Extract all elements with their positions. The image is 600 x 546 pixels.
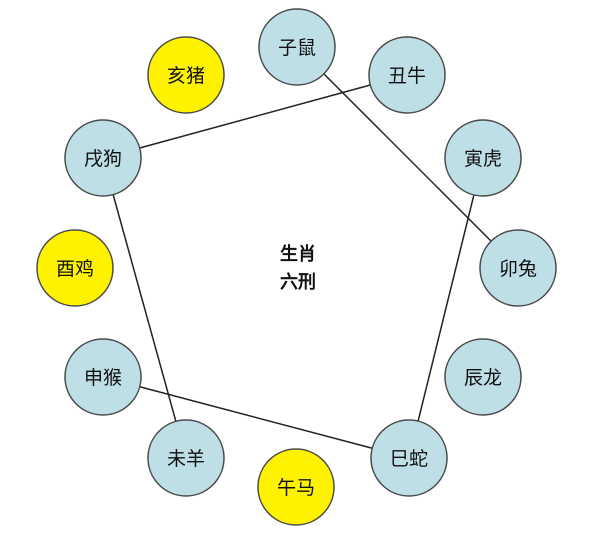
node-label-mao: 卯兔 [499,258,537,280]
node-circle-xu [64,119,142,197]
node-circle-hai [147,36,225,114]
node-label-yin: 寅虎 [464,148,502,170]
edge-shen-si [139,385,373,450]
node-circle-si [370,419,448,497]
node-mao: 卯兔 [479,229,557,307]
node-circle-yin [444,119,522,197]
node-hai: 亥猪 [147,36,225,114]
node-chen: 辰龙 [444,338,522,416]
node-label-xu: 戌狗 [84,148,122,170]
node-zi: 子鼠 [258,8,336,86]
node-circle-chen [444,338,522,416]
node-label-wei: 未羊 [167,448,205,470]
node-circle-wei [147,419,225,497]
node-chou: 丑牛 [368,36,446,114]
node-label-you: 酉鸡 [56,258,94,280]
node-circle-chou [368,36,446,114]
node-label-zi: 子鼠 [278,37,316,59]
node-circle-zi [258,8,336,86]
node-circle-you [36,229,114,307]
node-label-hai: 亥猪 [167,65,205,87]
diagram-title-line-1: 生肖 [280,243,316,265]
node-xu: 戌狗 [64,119,142,197]
node-circle-mao [479,229,557,307]
node-shen: 申猴 [64,338,142,416]
edges-layer [112,73,492,450]
node-you: 酉鸡 [36,229,114,307]
node-yin: 寅虎 [444,119,522,197]
node-label-wu: 午马 [277,477,315,499]
node-circle-wu [257,448,335,526]
node-label-chen: 辰龙 [464,367,502,389]
diagram-title-line-2: 六刑 [280,271,316,293]
node-si: 巳蛇 [370,419,448,497]
edge-yin-si [417,194,475,422]
node-circle-shen [64,338,142,416]
node-label-shen: 申猴 [84,367,122,389]
node-wu: 午马 [257,448,335,526]
edge-chou-xu [139,84,371,149]
edge-zi-mao [323,73,492,242]
node-label-si: 巳蛇 [390,448,428,470]
node-wei: 未羊 [147,419,225,497]
edge-xu-wei [112,194,177,422]
node-label-chou: 丑牛 [388,65,426,87]
